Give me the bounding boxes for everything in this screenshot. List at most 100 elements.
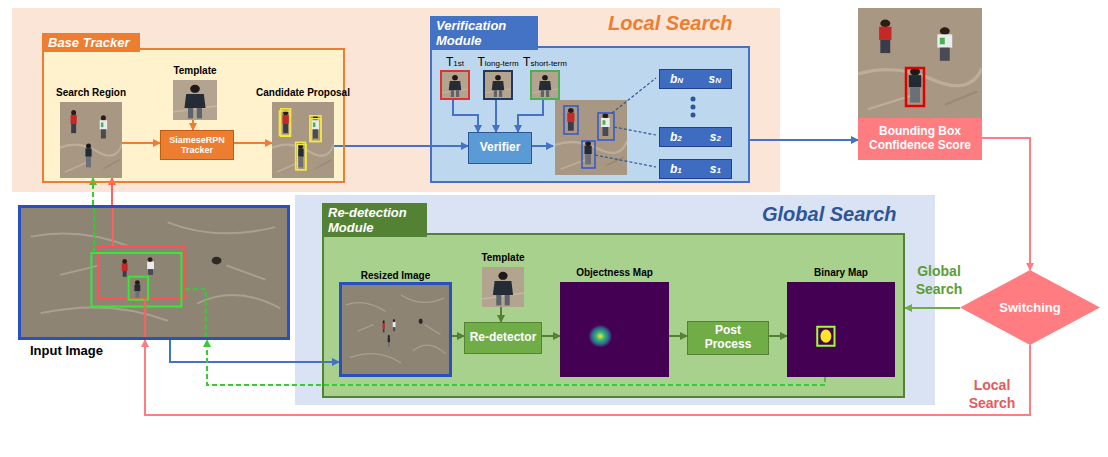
connector (234, 142, 272, 144)
score-box: bN sN (659, 69, 732, 89)
heat-map (560, 282, 669, 377)
panel-fill (322, 233, 905, 398)
score-label: sN (709, 72, 721, 86)
image-heading-text: Template (481, 252, 524, 263)
photo (60, 102, 122, 178)
template-label: T1st (446, 55, 464, 69)
image-heading: Tshort-term (523, 52, 567, 70)
map-image: Objectness Map (560, 282, 669, 377)
input-image: Input Image (18, 205, 290, 340)
image-heading: Binary Map (814, 262, 868, 280)
image-heading: Tlong-term (477, 52, 518, 70)
connector (769, 335, 787, 337)
module-tab: Verification Module (430, 16, 538, 50)
module-box: Re-detection ModuleResized ImageTemplate… (322, 233, 905, 398)
image-heading: Input Image (30, 341, 103, 359)
image-heading-text: Candidate Proposal (256, 87, 350, 98)
picture (485, 72, 511, 98)
connector (495, 100, 497, 132)
image-panel: Candidate Proposal (272, 102, 334, 178)
module-tab: Base Tracker (42, 33, 140, 52)
decision-diamond: Switching (960, 270, 1100, 345)
picture (482, 267, 524, 307)
image-heading-text: Resized Image (361, 270, 430, 281)
template-image: Tlong-term (483, 70, 513, 100)
score-box: b2 s2 (659, 127, 732, 147)
box-label: Bounding Box Confidence Score (863, 125, 977, 153)
template-image: Template (482, 267, 524, 307)
template-image: Tshort-term (530, 70, 560, 100)
box-mark (279, 111, 290, 135)
box-label: Re-detector (470, 331, 537, 345)
leader-line (93, 208, 95, 253)
leader-line (144, 299, 146, 337)
image-panel: Resized Image (339, 282, 452, 377)
decision-label: Switching (999, 300, 1060, 315)
image-heading-text: Binary Map (814, 267, 868, 278)
score-label: s2 (710, 130, 721, 144)
score-label: b2 (670, 130, 682, 144)
connector (500, 307, 502, 322)
connector (122, 142, 160, 144)
picture (272, 102, 334, 178)
image-heading-text: Template (173, 65, 216, 76)
edge-label: Local Search (969, 377, 1016, 411)
picture (21, 208, 287, 337)
diamond-fill (960, 270, 1100, 345)
picture (342, 285, 449, 374)
score-label: s1 (710, 162, 721, 176)
map-image: Binary Map (787, 282, 895, 377)
image-heading: Template (173, 60, 216, 78)
photo (21, 208, 287, 337)
picture (532, 72, 558, 98)
connector (170, 340, 339, 362)
photo (485, 72, 511, 98)
picture (560, 282, 669, 377)
tracker-box: SiameseRPN Tracker (160, 130, 234, 160)
leader-line (181, 289, 205, 337)
box-mark (310, 116, 321, 142)
box-mark (296, 142, 306, 169)
heat-blob (588, 325, 612, 348)
picture (173, 80, 217, 120)
connector (453, 100, 478, 132)
module-title: Re-detection Module (328, 205, 407, 235)
box-mark (297, 145, 306, 170)
photo (442, 72, 468, 98)
panel-fill (295, 195, 935, 405)
picture (787, 282, 895, 377)
binary-blob (820, 330, 831, 343)
image-heading: Candidate Proposal (256, 82, 350, 100)
score-label: bN (670, 72, 683, 86)
image-heading: Template (481, 247, 524, 265)
photo (272, 102, 334, 178)
output-box: Bounding Box Confidence Score (858, 118, 982, 160)
photo (532, 72, 558, 98)
band-title: Local Search (608, 12, 733, 35)
image-heading-text: Objectness Map (576, 267, 653, 278)
leader-line (112, 208, 114, 246)
box-mark (281, 109, 291, 136)
panel-fill (42, 48, 345, 183)
connector (542, 335, 560, 337)
box-mark (129, 277, 149, 300)
image-heading: T1st (446, 52, 464, 70)
score-box: b1 s1 (659, 159, 732, 179)
box-mark (91, 253, 181, 307)
image-heading: Resized Image (361, 265, 430, 283)
score-label: b1 (670, 162, 682, 176)
box-mark (98, 246, 184, 299)
region-title: Global Search (762, 203, 897, 225)
template-label: Tlong-term (477, 55, 518, 69)
box-mark (311, 119, 321, 142)
photo (173, 80, 217, 120)
image-heading: Search Region (56, 82, 126, 100)
connector (192, 120, 194, 130)
edge-label: Global Search (916, 263, 963, 297)
module-box: Base TrackerSearch RegionTemplateSiamese… (42, 48, 345, 183)
connector (905, 307, 960, 309)
band-title: Global Search (762, 203, 897, 226)
image-heading-text: Search Region (56, 87, 126, 98)
region-title: Local Search (608, 12, 733, 34)
